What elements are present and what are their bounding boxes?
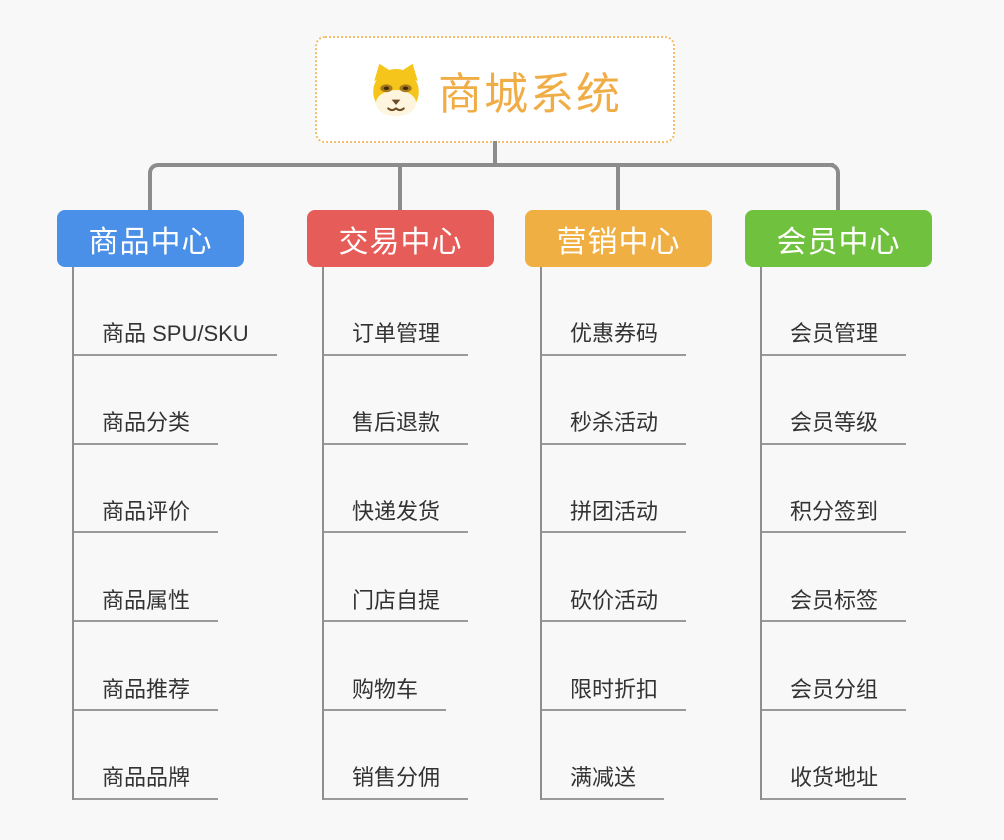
root-node[interactable]: 商城系统	[315, 36, 675, 143]
child-node-label[interactable]: 积分签到	[762, 498, 907, 534]
child-node-label[interactable]: 会员分组	[762, 676, 907, 712]
child-node: 商品推荐	[74, 622, 294, 712]
child-node: 秒杀活动	[542, 356, 762, 445]
child-node: 商品分类	[74, 356, 294, 445]
branch-label: 会员中心	[776, 225, 901, 259]
branch-children-list: 优惠券码 秒杀活动 拼团活动 砍价活动 限时折扣 满减送	[540, 267, 762, 800]
child-node-label[interactable]: 快递发货	[324, 498, 469, 534]
connector-corner-right	[806, 163, 840, 210]
child-node-label[interactable]: 秒杀活动	[542, 409, 687, 445]
child-node-label[interactable]: 订单管理	[324, 320, 469, 356]
connector-drop-branch-2	[398, 165, 402, 210]
child-node-label[interactable]: 商品属性	[74, 587, 219, 623]
connector-root-drop	[493, 141, 497, 167]
child-node-label[interactable]: 优惠券码	[542, 320, 687, 356]
child-node: 销售分佣	[324, 711, 544, 800]
child-node: 满减送	[542, 711, 762, 800]
dog-face-icon	[373, 63, 419, 116]
child-node-label[interactable]: 商品 SPU/SKU	[74, 320, 277, 356]
child-node: 积分签到	[762, 445, 982, 534]
branch-header[interactable]: 交易中心	[307, 210, 494, 267]
child-node-label[interactable]: 砍价活动	[542, 587, 687, 623]
branch-label: 营销中心	[556, 225, 681, 259]
child-node: 商品 SPU/SKU	[74, 267, 294, 356]
child-node-label[interactable]: 门店自提	[324, 587, 469, 623]
child-node-label[interactable]: 满减送	[542, 764, 665, 800]
child-node: 快递发货	[324, 445, 544, 534]
child-node-label[interactable]: 收货地址	[762, 764, 907, 800]
child-node: 限时折扣	[542, 622, 762, 712]
child-node: 砍价活动	[542, 533, 762, 623]
child-node-label[interactable]: 商品评价	[74, 498, 219, 534]
branch-header[interactable]: 营销中心	[525, 210, 712, 267]
child-node-label[interactable]: 限时折扣	[542, 676, 687, 712]
branch-header[interactable]: 会员中心	[745, 210, 932, 267]
branch-children-list: 会员管理 会员等级 积分签到 会员标签 会员分组 收货地址	[760, 267, 982, 800]
child-node: 优惠券码	[542, 267, 762, 356]
child-node: 门店自提	[324, 533, 544, 623]
child-node: 订单管理	[324, 267, 544, 356]
child-node: 购物车	[324, 622, 544, 712]
child-node-label[interactable]: 会员等级	[762, 409, 907, 445]
child-node-label[interactable]: 会员标签	[762, 587, 907, 623]
child-node: 会员管理	[762, 267, 982, 356]
child-node-label[interactable]: 商品推荐	[74, 676, 219, 712]
connector-drop-branch-3	[616, 165, 620, 210]
branch-label: 商品中心	[88, 225, 213, 259]
connector-horizontal-bar	[170, 163, 834, 167]
connector-corner-left	[148, 163, 182, 210]
child-node: 拼团活动	[542, 445, 762, 534]
child-node: 商品属性	[74, 533, 294, 623]
child-node: 商品评价	[74, 445, 294, 534]
child-node: 售后退款	[324, 356, 544, 445]
child-node-label[interactable]: 商品分类	[74, 409, 219, 445]
root-title: 商城系统	[438, 69, 622, 119]
child-node-label[interactable]: 拼团活动	[542, 498, 687, 534]
child-node-label[interactable]: 购物车	[324, 676, 447, 712]
branch-children-list: 商品 SPU/SKU 商品分类 商品评价 商品属性 商品推荐 商品品牌	[72, 267, 294, 800]
child-node: 收货地址	[762, 711, 982, 800]
child-node-label[interactable]: 会员管理	[762, 320, 907, 356]
child-node: 会员分组	[762, 622, 982, 712]
child-node-label[interactable]: 售后退款	[324, 409, 469, 445]
child-node: 会员标签	[762, 533, 982, 623]
child-node-label[interactable]: 销售分佣	[324, 764, 469, 800]
child-node: 商品品牌	[74, 711, 294, 800]
child-node-label[interactable]: 商品品牌	[74, 764, 219, 800]
child-node: 会员等级	[762, 356, 982, 445]
branch-header[interactable]: 商品中心	[57, 210, 244, 267]
branch-children-list: 订单管理 售后退款 快递发货 门店自提 购物车 销售分佣	[322, 267, 544, 800]
branch-label: 交易中心	[338, 225, 463, 259]
